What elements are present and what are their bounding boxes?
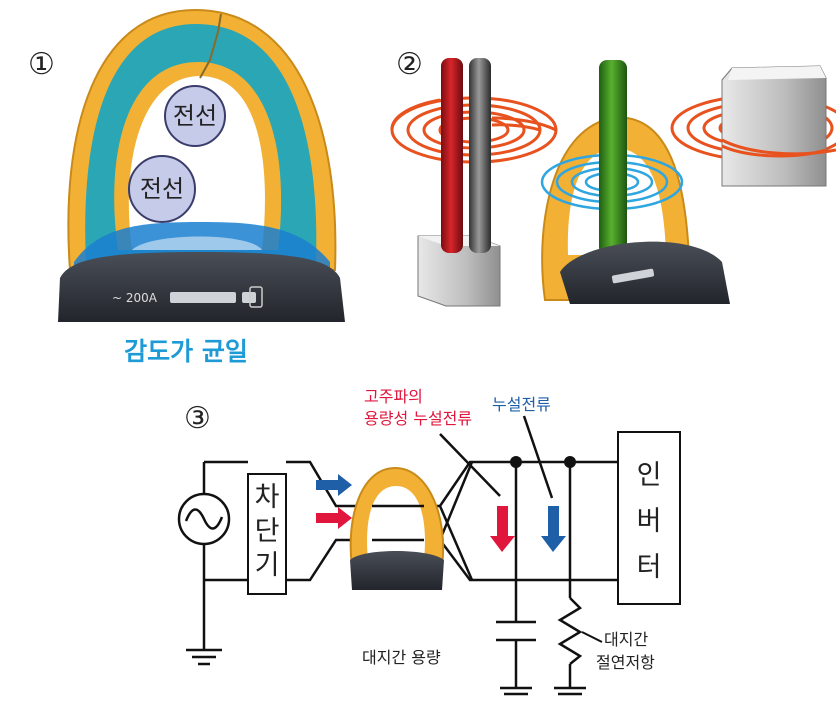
current-arrow-red-horizontal	[316, 507, 352, 529]
breaker-char-2: 단	[255, 516, 280, 547]
wire-label-top: 전선	[173, 102, 217, 130]
panel-2-number: ②	[396, 47, 423, 82]
breaker-char-3: 기	[255, 550, 280, 581]
leakage-arrow-blue	[541, 506, 566, 552]
green-wire	[599, 60, 627, 255]
inverter-char-1: 인	[637, 460, 662, 491]
ac-source-symbol	[177, 492, 231, 546]
wire-label-bottom: 전선	[140, 175, 184, 203]
harmonic-leakage-arrow-red	[490, 506, 515, 552]
harmonic-leakage-label-line1: 고주파의	[364, 387, 423, 406]
grey-wire	[469, 58, 491, 253]
panel-2-external-field: ②	[390, 47, 836, 307]
panel-1-number: ①	[28, 47, 55, 82]
panel-3-number: ③	[184, 401, 211, 436]
junction-dot-2	[564, 456, 576, 468]
panel-3-circuit: ③	[177, 387, 681, 696]
current-arrow-blue-horizontal	[316, 474, 352, 496]
junction-dot-1	[510, 456, 522, 468]
wire-cross-section-top: 전선	[164, 85, 226, 147]
insulation-resistance-label-line2: 절연저항	[596, 653, 655, 672]
insulation-resistance-label-line1: 대지간	[604, 630, 648, 649]
clamp-sensor-1: ~ 200A	[58, 8, 345, 322]
clamp-sensor-2	[540, 60, 730, 304]
inverter-box: 인 버 터	[617, 431, 681, 605]
metal-block-with-field	[670, 65, 836, 187]
inverter-char-3: 터	[637, 552, 662, 583]
ground-capacitance-label: 대지간 용량	[362, 648, 441, 667]
breaker-char-1: 차	[255, 482, 280, 513]
meter-range-label: ~ 200A	[112, 291, 158, 305]
circuit-breaker-box: 차 단 기	[247, 473, 287, 595]
leakage-current-label: 누설전류	[492, 395, 551, 414]
panel-1-uniform-sensitivity: ① ~ 200A 전선 전선	[28, 8, 345, 366]
clamp-sensor-3	[349, 466, 445, 590]
panel-1-caption: 감도가 균일	[124, 337, 248, 366]
wire-pair-with-field	[390, 58, 558, 307]
red-wire	[441, 58, 463, 253]
harmonic-leakage-label-line2: 용량성 누설전류	[364, 409, 472, 428]
inverter-char-2: 버	[637, 506, 662, 537]
wire-cross-section-bottom: 전선	[128, 155, 196, 223]
